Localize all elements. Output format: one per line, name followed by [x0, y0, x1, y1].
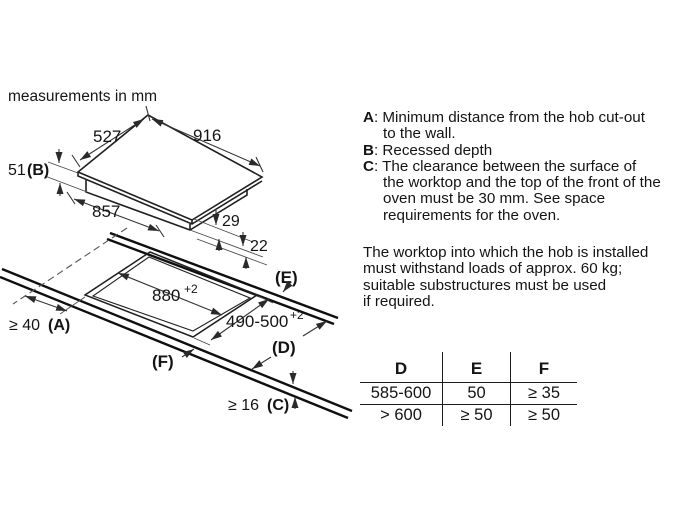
spec-table-row: 585-600 50 ≥ 35 [360, 382, 577, 405]
dim-label-880: 880 [152, 286, 180, 305]
dim-label-22: 22 [250, 238, 268, 255]
spec-table-header-row: D E F [360, 352, 577, 383]
dim-label-29: 29 [222, 213, 240, 230]
dim-label-490-500: 490-500 [226, 312, 288, 331]
dim-key-E: (E) [275, 268, 298, 287]
units-note: measurements in mm [8, 88, 158, 105]
dim-label-857: 857 [92, 202, 120, 221]
legend-item-c: C: The clearance between the surface of … [363, 157, 675, 224]
load-note: The worktop into which the hob is instal… [363, 244, 649, 310]
dimension-base-length: 857 [66, 191, 165, 238]
legend-text-b: : Recessed depth [373, 141, 493, 159]
dim-label-490-500-tol: +2 [290, 308, 304, 322]
spec-cell-f1: ≥ 35 [510, 382, 577, 405]
legend-text-a: : Minimum distance from the hob cut-out … [373, 109, 645, 143]
dimension-recess: 51 (B) [8, 149, 88, 196]
dimension-cutout-depth: 490-500 +2 [193, 295, 304, 346]
dim-key-F: (F) [152, 352, 174, 371]
dimension-heights: 29 22 [189, 209, 268, 269]
dim-key-A: (A) [48, 317, 70, 334]
legend-key-a: A [363, 109, 374, 126]
dimension-worktop-thickness: ≥ 16 (C) [228, 371, 299, 414]
dim-label-527: 527 [93, 127, 121, 146]
key-pointers: (E) (D) (F) [152, 268, 328, 371]
spec-table-row: > 600 ≥ 50 ≥ 50 [360, 404, 577, 426]
dim-label-880-tol: +2 [184, 282, 198, 296]
spec-cell-e2: ≥ 50 [442, 404, 511, 426]
spec-cell-f2: ≥ 50 [510, 404, 577, 426]
spec-table: D E F 585-600 50 ≥ 35 > 600 ≥ 50 ≥ 50 [360, 352, 577, 426]
dim-key-D: (D) [272, 338, 296, 357]
spec-cell-d1: 585-600 [360, 382, 443, 405]
installation-diagram: 527 916 51 (B) 857 29 [0, 105, 353, 420]
legend-item-a: A: Minimum distance from the hob cut-out… [363, 109, 675, 143]
dim-label-16: ≥ 16 [228, 397, 259, 414]
dimension-cutout-width: 880 +2 [117, 272, 223, 316]
spec-header-d: D [360, 352, 443, 383]
dim-key-C: (C) [267, 397, 289, 414]
legend-key-c: C [363, 157, 374, 175]
legend-text-c: : The clearance between the surface of t… [373, 157, 661, 224]
wall-dashed-line [12, 227, 128, 305]
spec-cell-e1: 50 [442, 382, 511, 405]
legend-item-b: B: Recessed depth [363, 141, 675, 159]
spec-header-f: F [538, 359, 550, 378]
legend-key-b: B [363, 141, 374, 159]
dimension-wall-clearance: ≥ 40 (A) [9, 295, 86, 334]
spec-cell-d2: > 600 [360, 404, 443, 426]
dim-key-B: (B) [27, 162, 49, 179]
spec-header-e: E [442, 352, 511, 383]
dim-label-916: 916 [193, 126, 221, 145]
dimension-top: 527 916 [71, 105, 264, 173]
legend: A: Minimum distance from the hob cut-out… [363, 109, 675, 224]
dim-label-51: 51 [8, 162, 26, 179]
dim-label-40: ≥ 40 [9, 317, 40, 334]
